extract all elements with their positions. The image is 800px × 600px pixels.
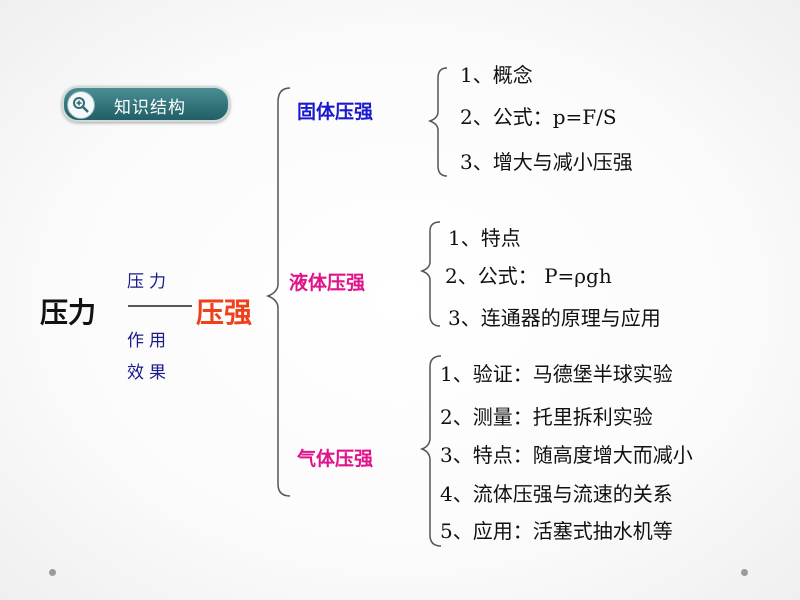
branch-solid: 固体压强 — [297, 101, 374, 123]
leaf-gas-3: 3、特点：随高度增大而减小 — [440, 443, 693, 467]
edge-label-top: 压力 — [127, 272, 171, 292]
root-node: 压力 — [40, 296, 97, 329]
leaf-gas-2: 2、测量：托里拆利实验 — [440, 405, 653, 429]
leaf-solid-3: 3、增大与减小压强 — [460, 150, 633, 174]
leaf-gas-4: 4、流体压强与流速的关系 — [440, 482, 673, 506]
leaf-solid-1: 1、概念 — [460, 63, 533, 87]
slide-corner-dot-right — [741, 569, 748, 576]
zoom-icon — [67, 91, 95, 119]
center-node: 压强 — [196, 296, 253, 329]
leaf-solid-2: 2、公式：p=F/S — [460, 105, 617, 129]
edge-label-bottom-1: 作用 — [127, 331, 171, 351]
brace-gas — [419, 355, 442, 547]
edge-label-bottom-2: 效果 — [127, 363, 171, 383]
leaf-gas-1: 1、验证：马德堡半球实验 — [440, 362, 673, 386]
section-badge: 知识结构 — [62, 86, 230, 122]
leaf-liquid-2: 2、公式： P=ρgh — [445, 264, 612, 288]
leaf-gas-5: 5、应用：活塞式抽水机等 — [440, 519, 673, 543]
badge-label: 知识结构 — [114, 98, 186, 118]
branch-liquid: 液体压强 — [289, 272, 366, 294]
leaf-liquid-3: 3、连通器的原理与应用 — [448, 306, 661, 330]
leaf-liquid-1: 1、特点 — [448, 226, 521, 250]
slide-corner-dot-left — [49, 569, 56, 576]
brace-liquid — [419, 221, 441, 327]
branch-gas: 气体压强 — [297, 448, 374, 470]
brace-solid — [427, 67, 448, 177]
main-brace — [265, 87, 291, 497]
